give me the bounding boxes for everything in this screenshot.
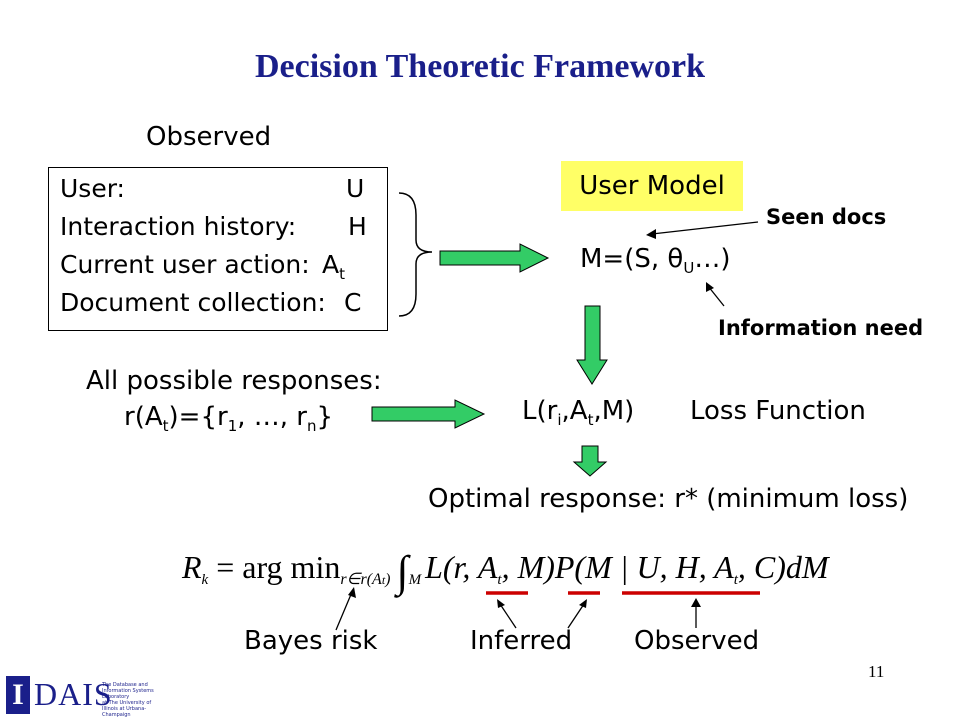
row-value: H [348,212,367,241]
inferred-pointer-left [499,603,517,629]
loss-function-label: Loss Function [690,396,866,426]
row-action: Current user action: At [60,250,345,283]
logo-letter: I [6,676,30,714]
observed-box: User: U Interaction history: H Current u… [48,167,388,331]
row-value: U [346,174,365,203]
information-need-arrowhead [706,282,714,292]
seen-docs-label: Seen docs [766,205,887,229]
user-model-label: User Model [561,161,743,211]
observed-arrowhead [691,598,701,607]
inferred-pointer-right [567,603,585,629]
arrow-to-user-model [439,243,550,273]
logo-lab-text: The Database and Information Systems Lab… [102,682,154,718]
user-model-formula: M=(S, θU…) [580,244,731,277]
row-label: User: [60,174,125,203]
loss-formula: L(ri,At,M) [522,396,635,429]
observed-header: Observed [146,122,272,152]
seen-docs-arrowhead [646,229,656,239]
logo-word: DAIS [34,676,113,712]
optimal-response: Optimal response: r* (minimum loss) [428,484,909,514]
responses-line1: All possible responses: [86,366,382,396]
observed-brace [398,192,433,317]
seen-docs-pointer [651,221,759,235]
row-label: Interaction history: [60,212,297,241]
bayes-risk-label: Bayes risk [244,626,378,656]
page-number: 11 [868,662,885,681]
row-collection: Document collection: C [60,288,361,317]
observed-label: Observed [634,626,760,656]
arrow-loss-to-optimal [572,445,608,477]
inferred-arrowhead-left [497,599,505,608]
slide-title: Decision Theoretic Framework [254,48,706,85]
arrow-model-to-loss [576,305,608,385]
arrow-responses-to-loss [371,399,486,429]
row-label: Current user action: [60,250,310,279]
inferred-label: Inferred [470,626,573,656]
information-need-label: Information need [718,316,924,340]
dais-logo: I DAIS The Database and Information Syst… [6,676,166,718]
row-value: At [322,250,345,283]
bayes-risk-pointer [335,591,353,631]
row-label: Document collection: [60,288,326,317]
inferred-arrowhead-right [579,599,587,608]
row-history: Interaction history: H [60,212,367,241]
responses-line2: r(At)={r1, …, rn} [124,402,334,435]
bayes-risk-arrowhead [348,587,356,598]
row-value: C [344,288,362,317]
row-user: User: U [60,174,364,203]
